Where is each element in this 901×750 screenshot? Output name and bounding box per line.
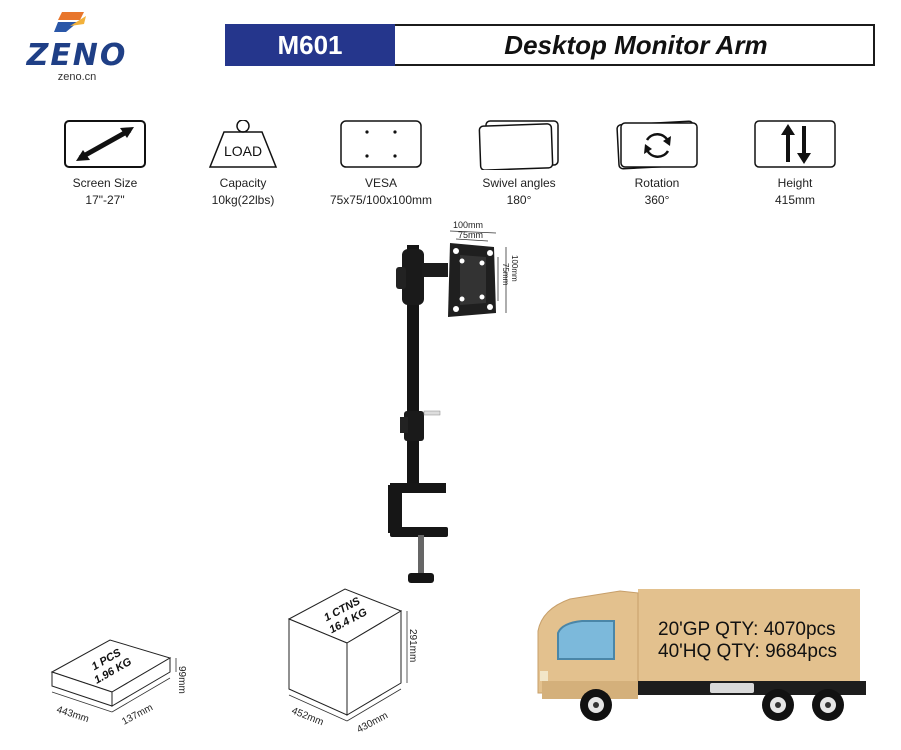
single-box-length: 443mm — [55, 704, 90, 725]
spec-label: VESA — [364, 176, 397, 190]
qty-40hq: 40'HQ QTY: 9684pcs — [658, 641, 837, 662]
truck-illustration: 20'GP QTY: 4070pcs 40'HQ QTY: 9684pcs — [537, 589, 866, 721]
spec-label: Swivel angles — [482, 176, 556, 190]
spec-value: 360° — [644, 193, 670, 207]
spec-label: Height — [777, 176, 813, 190]
spec-rotation: Rotation 360° — [587, 120, 727, 207]
carton-height: 291mm — [407, 629, 418, 662]
weight-icon: LOAD — [208, 119, 278, 168]
dim-height-100mm-label: 100mm — [510, 255, 519, 282]
rotation-icon — [616, 120, 698, 170]
spec-value: 415mm — [774, 193, 815, 207]
brand-name: ZENO — [26, 38, 128, 73]
dim-75mm-label: 75mm — [458, 230, 483, 240]
monitor-arm-product-image: 100mm 75mm 100mm 75mm — [388, 220, 519, 583]
zeno-logo — [54, 12, 86, 32]
truck-wheel — [762, 689, 794, 721]
spec-label: Screen Size — [72, 176, 138, 190]
dim-height-75mm-label: 75mm — [501, 263, 510, 286]
single-box-width: 137mm — [120, 702, 155, 727]
spec-screen-size: Screen Size 17"-27" — [35, 120, 175, 207]
spec-vesa: VESA 75x75/100x100mm — [311, 120, 451, 207]
brand-site: zeno.cn — [57, 71, 97, 83]
spec-value: 17"-27" — [85, 193, 125, 207]
height-arrows-icon — [754, 120, 836, 168]
carton-width: 430mm — [355, 710, 390, 735]
page-title: Desktop Monitor Arm — [504, 30, 768, 60]
carton-box-diagram: 1 CTNS 16.4 KG 452mm 430mm 291mm — [287, 588, 418, 735]
spec-label: Rotation — [634, 176, 680, 190]
model-number: M601 — [225, 24, 395, 66]
weight-icon-text: LOAD — [224, 143, 262, 159]
single-box-diagram: 1 PCS 1.96 KG 443mm 137mm 99mm — [50, 639, 187, 728]
swivel-icon — [478, 120, 559, 171]
truck-windshield — [557, 620, 615, 660]
single-box-height: 99mm — [176, 666, 187, 694]
qty-20gp: 20'GP QTY: 4070pcs — [658, 619, 836, 640]
spec-capacity: LOAD Capacity 10kg(22lbs) — [173, 119, 313, 207]
spec-swivel: Swivel angles 180° — [449, 120, 589, 207]
logo-mark-icon — [54, 12, 86, 32]
truck-wheel — [812, 689, 844, 721]
spec-value: 75x75/100x100mm — [329, 193, 433, 207]
spec-label: Capacity — [219, 176, 267, 190]
dim-100mm-label: 100mm — [453, 220, 483, 230]
diagonal-arrow-icon — [64, 120, 146, 168]
truck-wheel — [580, 689, 612, 721]
vesa-holes-icon — [340, 120, 422, 168]
truck-cargo-box — [638, 589, 860, 683]
spec-value: 180° — [506, 193, 532, 207]
spec-value: 10kg(22lbs) — [211, 193, 275, 207]
spec-height: Height 415mm — [725, 120, 865, 207]
